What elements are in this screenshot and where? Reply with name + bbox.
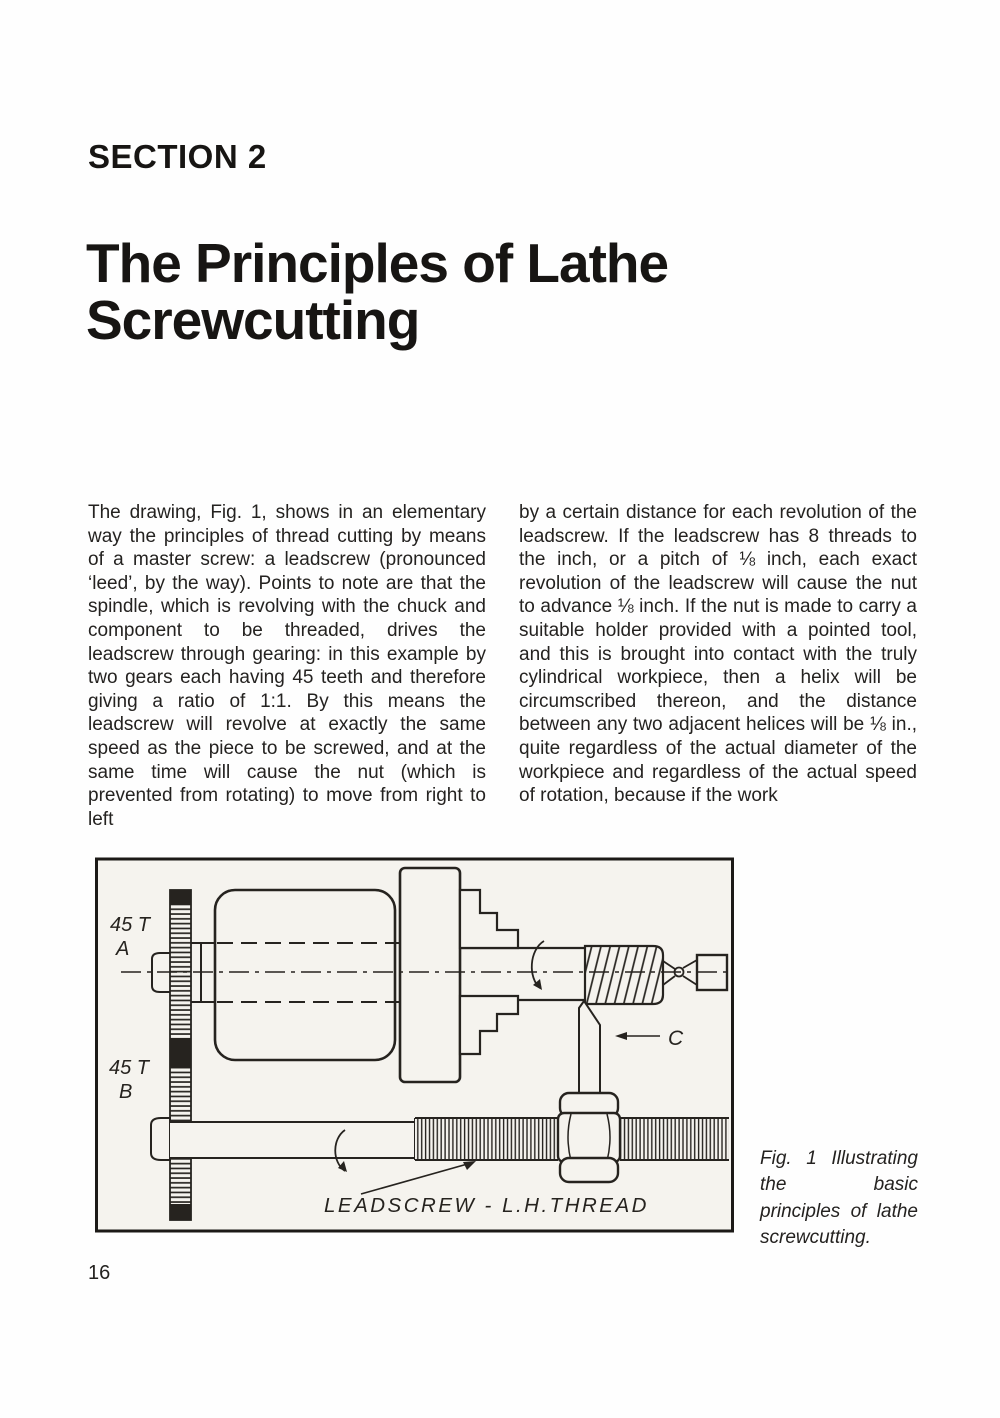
- leadscrew-nut: [556, 1091, 622, 1184]
- leadscrew-label-arrow: [360, 1161, 476, 1195]
- tool-pointer-arrow: [615, 1032, 660, 1040]
- gear-a-teeth-label: 45 T: [110, 914, 152, 936]
- workpiece-thread: [583, 944, 676, 1006]
- lathe-screwcutting-diagram: 45 T A 45 T B C LEADSCREW - L.H.THREAD: [95, 857, 734, 1233]
- text-column-right: by a certain distance for each revolutio…: [519, 502, 917, 807]
- figure-1: 45 T A 45 T B C LEADSCREW - L.H.THREAD: [93, 855, 740, 1240]
- leadscrew-thread-right: [620, 1118, 729, 1160]
- leadscrew: [150, 1117, 729, 1161]
- chuck-jaw-bottom: [458, 994, 520, 1056]
- text-column-left: The drawing, Fig. 1, shows in an element…: [88, 502, 486, 830]
- spindle-rotation-arrow: [530, 940, 545, 990]
- gear-b-label: B: [119, 1081, 132, 1103]
- section-label: SECTION 2: [88, 138, 267, 175]
- figure-caption: Fig. 1 Illustrating the basic principles…: [760, 1148, 918, 1249]
- chuck: [398, 866, 520, 1084]
- chuck-backplate: [398, 866, 462, 1084]
- leadscrew-label: LEADSCREW - L.H.THREAD: [324, 1194, 649, 1217]
- gear-a-label: A: [115, 938, 129, 960]
- hidden-spindle-lines: [217, 942, 400, 1003]
- headstock: [191, 888, 400, 1062]
- nut-bottom: [558, 1156, 620, 1184]
- tool-pointer-label: C: [668, 1027, 684, 1050]
- page-title: The Principles of Lathe Screwcutting: [86, 232, 669, 351]
- leadscrew-end: [150, 1117, 171, 1161]
- chuck-jaw-top: [458, 888, 520, 950]
- body-text: The drawing, Fig. 1, shows in an element…: [88, 501, 917, 831]
- leadscrew-thread-left: [415, 1118, 558, 1160]
- leadscrew-rotation-arrow: [334, 1129, 347, 1172]
- gear-mesh-zone: [170, 1038, 191, 1068]
- workpiece: [460, 946, 585, 1002]
- gear-b-teeth-label: 45 T: [109, 1057, 151, 1079]
- page-number: 16: [88, 1262, 111, 1284]
